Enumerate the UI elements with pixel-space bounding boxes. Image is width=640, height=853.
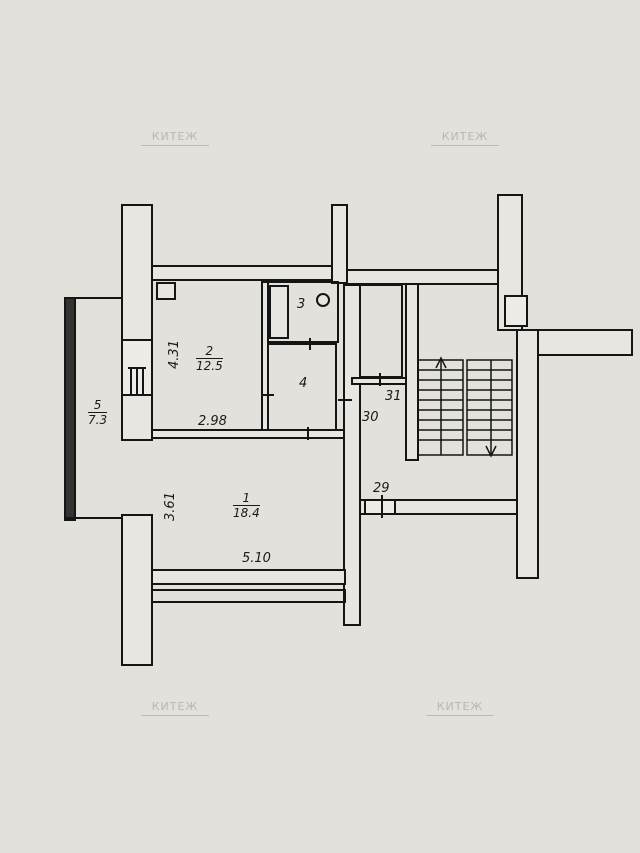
wall — [267, 281, 339, 343]
dimension-kitchen-length: 4.31 — [166, 340, 182, 369]
room-3-label: 3 — [297, 297, 306, 312]
watermark: КИТЕЖ — [135, 700, 215, 716]
watermark-text: КИТЕЖ — [151, 700, 199, 713]
wall — [343, 284, 361, 626]
room-4-label: 4 — [299, 376, 308, 391]
wall — [151, 589, 346, 603]
bathtub — [269, 285, 289, 339]
wall — [331, 204, 348, 284]
area-29-label: 29 — [373, 481, 390, 496]
wall — [151, 265, 334, 281]
stove-icon — [156, 282, 176, 300]
toilet-icon — [316, 293, 330, 307]
watermark-text: КИТЕЖ — [436, 700, 484, 713]
wall — [359, 499, 518, 515]
watermark-text: КИТЕЖ — [151, 130, 199, 143]
door — [364, 499, 396, 515]
dimension-living-length: 3.61 — [162, 492, 178, 521]
wall — [346, 269, 499, 285]
watermark-text: КИТЕЖ — [441, 130, 489, 143]
wall — [121, 204, 153, 441]
wall — [151, 569, 346, 585]
staircase — [417, 356, 513, 458]
wall — [516, 329, 539, 579]
wall — [121, 514, 153, 666]
watermark: КИТЕЖ — [420, 700, 500, 716]
area-31-label: 31 — [385, 389, 402, 404]
window — [504, 295, 528, 327]
area-30-label: 30 — [362, 410, 379, 425]
wall — [405, 283, 419, 461]
watermark: КИТЕЖ — [425, 130, 505, 146]
balcony-rail — [64, 297, 76, 521]
wall — [151, 429, 345, 439]
watermark: КИТЕЖ — [135, 130, 215, 146]
dimension-kitchen-width: 2.98 — [198, 414, 227, 429]
dimension-living-width: 5.10 — [242, 551, 271, 566]
door-marks — [263, 338, 383, 518]
